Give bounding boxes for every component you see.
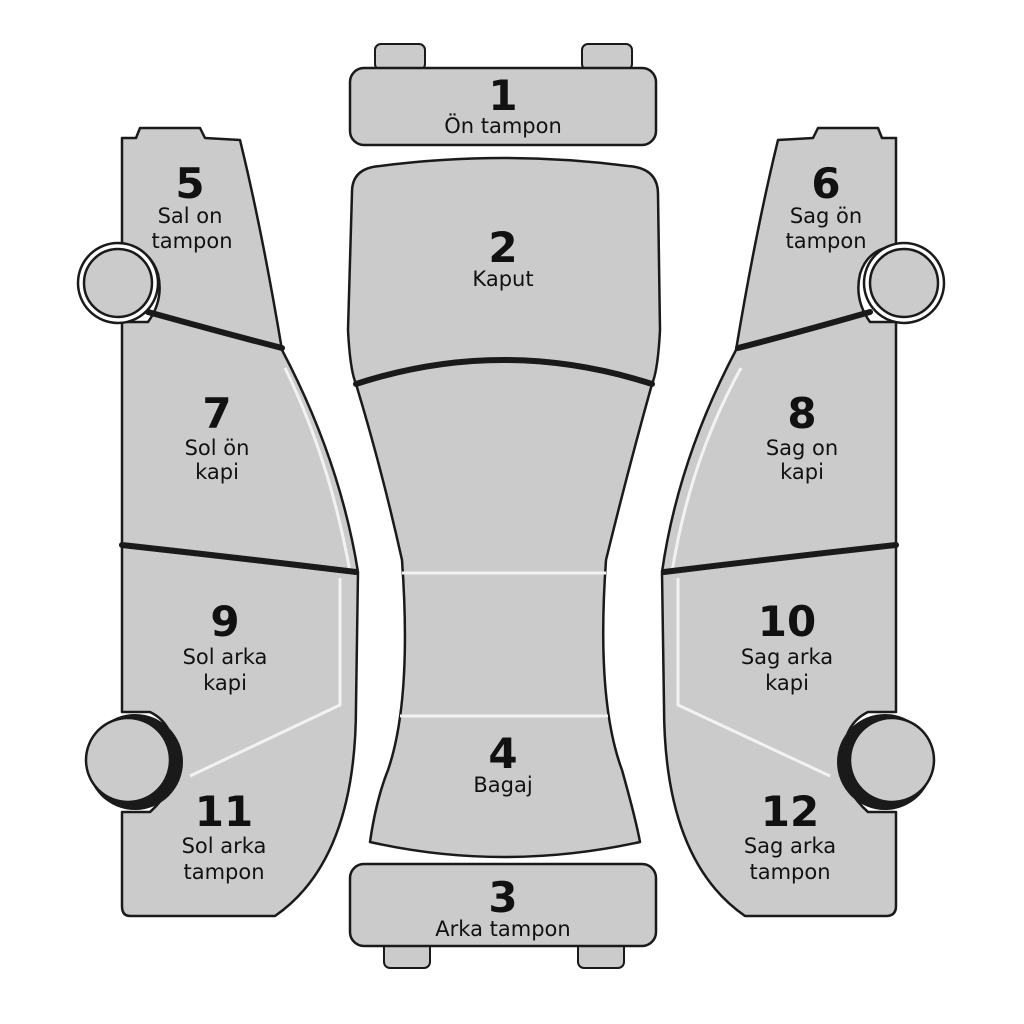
right-side-panel xyxy=(660,126,898,918)
part-number-9: 9 xyxy=(210,597,239,646)
hood-windshield-seam xyxy=(353,357,655,387)
right-rear-door-part[interactable]: 10 Sag arka kapi xyxy=(741,597,833,695)
front-bumper-right-tab xyxy=(581,43,633,71)
part-label-8b: kapi xyxy=(780,460,824,484)
part-number-8: 8 xyxy=(787,389,816,438)
part-label-5b: tampon xyxy=(151,229,232,253)
part-label-8a: Sag on xyxy=(766,436,838,460)
left-rear-bumper-part[interactable]: 11 Sol arka tampon xyxy=(182,787,267,884)
part-label-3: Arka tampon xyxy=(435,917,570,941)
right-window-edge xyxy=(670,367,743,573)
left-window-edge xyxy=(283,367,352,573)
right-door-seam xyxy=(661,542,899,575)
part-number-6: 6 xyxy=(811,159,840,208)
right-rear-wheel xyxy=(848,716,936,804)
front-bumper-left-tab xyxy=(374,43,426,71)
left-front-wheel xyxy=(82,247,154,319)
left-front-seam xyxy=(145,309,285,351)
right-front-door-part[interactable]: 8 Sag on kapi xyxy=(766,389,838,484)
rear-bumper-panel xyxy=(348,862,658,948)
right-rear-bumper-part[interactable]: 12 Sag arka tampon xyxy=(744,787,836,884)
left-side-panel xyxy=(120,126,360,918)
part-number-7: 7 xyxy=(202,389,231,438)
part-label-11a: Sol arka xyxy=(182,834,267,858)
part-label-6b: tampon xyxy=(785,229,866,253)
part-label-4: Bagaj xyxy=(473,773,532,797)
part-number-1: 1 xyxy=(488,71,517,120)
front-bumper-part[interactable]: 1 Ön tampon xyxy=(348,43,658,147)
part-label-6a: Sag ön xyxy=(790,204,862,228)
part-label-2: Kaput xyxy=(472,267,533,291)
right-front-wheel xyxy=(868,247,940,319)
left-rear-wheel xyxy=(84,716,172,804)
left-side xyxy=(76,126,360,918)
center-body xyxy=(346,156,662,859)
part-number-4: 4 xyxy=(488,729,517,778)
part-label-10a: Sag arka xyxy=(741,645,833,669)
part-number-5: 5 xyxy=(175,159,204,208)
part-number-12: 12 xyxy=(761,787,819,836)
part-number-11: 11 xyxy=(195,787,253,836)
right-side xyxy=(660,126,946,918)
part-number-2: 2 xyxy=(488,223,517,272)
front-bumper-panel xyxy=(348,66,658,147)
right-front-bumper-part[interactable]: 6 Sag ön tampon xyxy=(785,159,866,253)
left-rear-door-part[interactable]: 9 Sol arka kapi xyxy=(183,597,268,695)
left-door-seam xyxy=(119,542,359,575)
left-front-door-part[interactable]: 7 Sol ön kapi xyxy=(185,389,250,484)
part-label-7b: kapi xyxy=(195,460,239,484)
left-rear-inner-line xyxy=(189,578,342,778)
right-front-seam xyxy=(735,309,873,351)
right-rear-inner-line xyxy=(676,578,831,778)
part-label-10b: kapi xyxy=(765,671,809,695)
part-label-11b: tampon xyxy=(183,860,264,884)
part-label-1: Ön tampon xyxy=(444,113,562,138)
hood-part[interactable]: 2 Kaput xyxy=(472,223,533,291)
trunk-part[interactable]: 4 Bagaj xyxy=(473,729,532,797)
part-label-7a: Sol ön xyxy=(185,436,250,460)
part-label-12a: Sag arka xyxy=(744,834,836,858)
part-label-9b: kapi xyxy=(203,671,247,695)
rear-bumper-part[interactable]: 3 Arka tampon xyxy=(348,862,658,969)
part-number-3: 3 xyxy=(488,873,517,922)
left-front-bumper-part[interactable]: 5 Sal on tampon xyxy=(151,159,232,253)
part-label-5a: Sal on xyxy=(158,204,223,228)
part-number-10: 10 xyxy=(758,597,816,646)
part-label-12b: tampon xyxy=(749,860,830,884)
part-label-9a: Sol arka xyxy=(183,645,268,669)
